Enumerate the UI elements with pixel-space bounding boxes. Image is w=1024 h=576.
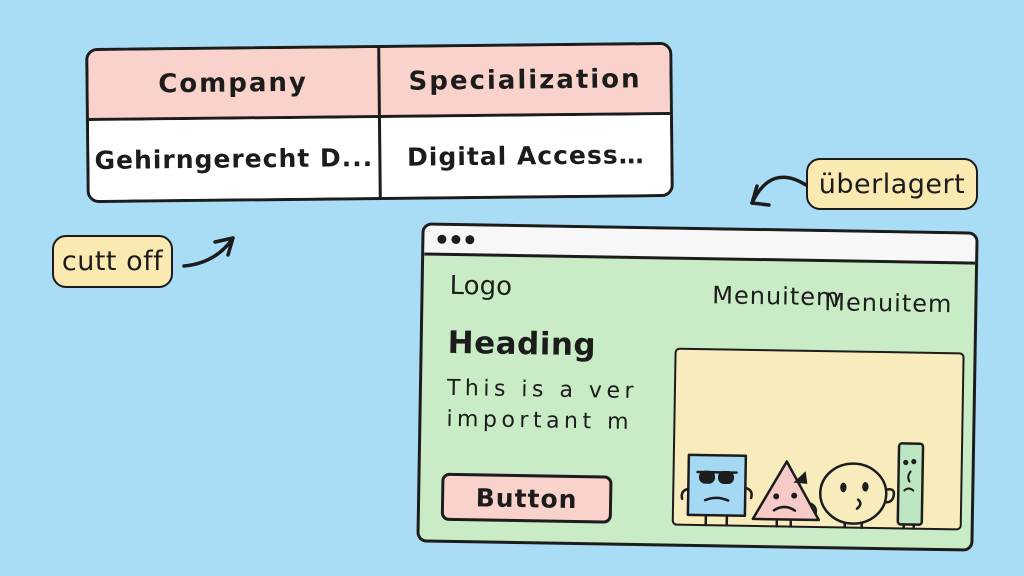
nose-icon — [855, 497, 862, 510]
overlap-annotation: überlagert — [806, 158, 978, 210]
broken-tip-icon — [792, 470, 807, 484]
browser-window: Logo MenuitemMenuitem Heading This is a … — [416, 222, 979, 552]
frown-icon — [703, 496, 729, 502]
rectangle-character — [896, 441, 924, 530]
shape-characters-illustration — [680, 441, 924, 530]
window-dot-icon[interactable] — [451, 234, 461, 245]
arrow-to-table-head-icon — [213, 236, 235, 257]
column-header-company: Company — [88, 47, 381, 119]
triangle-character — [751, 459, 820, 529]
paragraph-line-2: important m — [446, 406, 634, 435]
mock-button[interactable]: Button — [440, 472, 613, 524]
illustration-panel — [671, 347, 965, 531]
data-table: Company Specialization Gehirngerecht D..… — [85, 41, 674, 204]
sunglasses-icon — [695, 470, 738, 484]
cut-off-annotation: cutt off — [52, 235, 173, 288]
nose-icon — [906, 470, 912, 483]
menu-item-2[interactable]: Menuitem — [824, 288, 953, 319]
table-header-row: Company Specialization — [88, 44, 670, 122]
mock-logo: Logo — [449, 270, 513, 302]
cell-company: Gehirngerecht D... — [88, 117, 382, 201]
navigation-menu: MenuitemMenuitem — [712, 281, 953, 318]
mock-paragraph: This is a ver important m — [446, 373, 638, 438]
cell-specialization: Digital Access… — [406, 140, 645, 172]
frown-icon — [902, 487, 914, 492]
window-dot-icon[interactable] — [465, 235, 475, 245]
mock-heading: Heading — [447, 324, 597, 364]
frown-icon — [772, 505, 796, 512]
menu-item-1[interactable]: Menuitem — [712, 281, 841, 312]
circle-character — [818, 461, 895, 530]
arrow-to-table-icon — [182, 236, 235, 268]
arrow-to-window-head-icon — [750, 184, 771, 207]
window-dot-icon[interactable] — [437, 234, 447, 244]
window-content: Logo MenuitemMenuitem Heading This is a … — [419, 255, 975, 551]
arrow-to-window-icon — [750, 175, 808, 205]
paragraph-line-1: This is a ver — [446, 375, 639, 405]
square-character — [680, 453, 753, 527]
table-row: Gehirngerecht D... Digital Access… — [88, 114, 671, 201]
column-header-specialization: Specialization — [408, 63, 642, 97]
